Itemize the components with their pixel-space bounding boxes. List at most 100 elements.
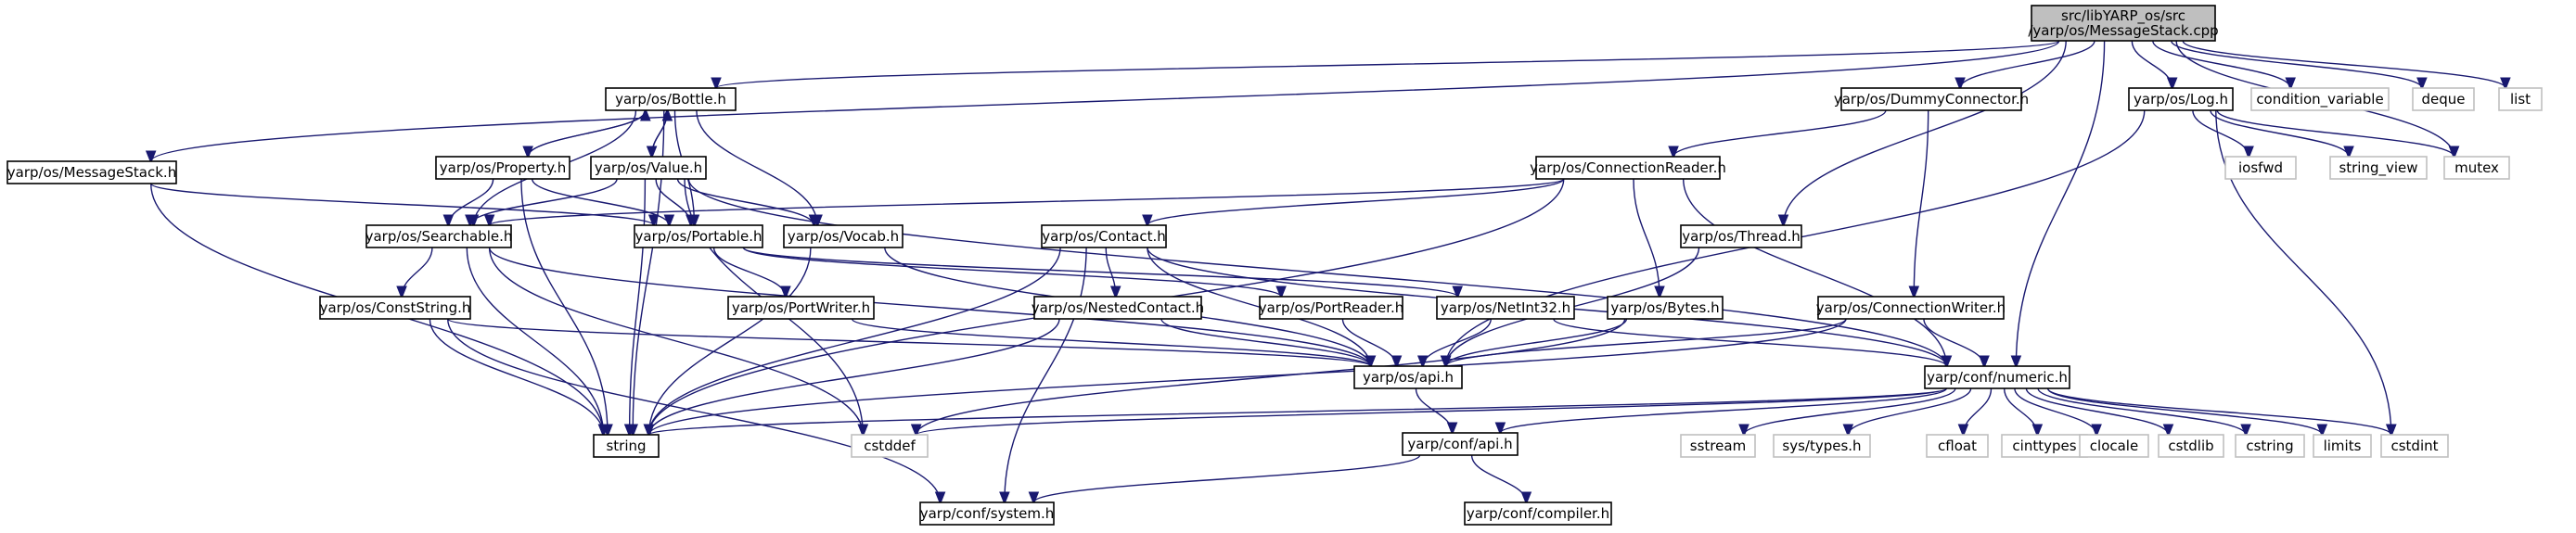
root-node-label-line2: /yarp/os/MessageStack.cpp	[2028, 22, 2218, 39]
node-value[interactable]: yarp/os/Value.h	[590, 156, 707, 180]
edge-root-to-bottle	[716, 40, 2060, 88]
node-cstdlib: cstdlib	[2158, 434, 2224, 458]
edge-portable-to-portwriter	[712, 247, 786, 297]
node-conststring[interactable]: yarp/os/ConstString.h	[319, 296, 471, 320]
node-netint32[interactable]: yarp/os/NetInt32.h	[1436, 296, 1575, 320]
node-label-value: yarp/os/Value.h	[595, 159, 702, 176]
edge-log-to-iosfwd	[2192, 109, 2249, 157]
node-portable[interactable]: yarp/os/Portable.h	[634, 224, 763, 248]
node-label-portwriter: yarp/os/PortWriter.h	[732, 299, 870, 316]
edge-numeric-to-string	[649, 387, 1948, 435]
node-box-sstream	[1680, 434, 1756, 458]
edge-contact-to-system	[1005, 247, 1087, 502]
edge-root-to-dummyconnector	[1960, 40, 2095, 88]
node-label-property: yarp/os/Property.h	[440, 159, 566, 176]
node-label-netint32: yarp/os/NetInt32.h	[1441, 299, 1570, 316]
node-vocab[interactable]: yarp/os/Vocab.h	[783, 224, 904, 248]
edge-root-to-condvar	[2152, 40, 2290, 88]
node-log[interactable]: yarp/os/Log.h	[2128, 87, 2234, 111]
node-label-sstream: sstream	[1690, 438, 1746, 454]
root-node[interactable]: src/libYARP_os/src /yarp/os/MessageStack…	[2028, 5, 2219, 42]
node-deque: deque	[2412, 87, 2475, 111]
node-bytes[interactable]: yarp/os/Bytes.h	[1607, 296, 1724, 320]
node-box-deque	[2412, 87, 2475, 111]
node-label-dummyconnector: yarp/os/DummyConnector.h	[1834, 91, 2029, 108]
edge-messagestack-to-portable	[150, 183, 654, 225]
edge-searchable-to-cstddef	[488, 247, 864, 435]
edge-portreader-to-api	[1341, 318, 1396, 366]
node-numeric[interactable]: yarp/conf/numeric.h	[1924, 365, 2070, 389]
node-box-connectionwriter	[1817, 296, 2005, 320]
node-bottle[interactable]: yarp/os/Bottle.h	[605, 87, 737, 111]
node-confapi[interactable]: yarp/conf/api.h	[1402, 432, 1519, 456]
node-box-numeric	[1924, 365, 2070, 389]
edge-value-to-vocab	[676, 178, 814, 225]
edge-searchable-to-conststring	[402, 247, 433, 297]
node-system[interactable]: yarp/conf/system.h	[919, 501, 1055, 526]
node-box-portwriter	[727, 296, 875, 320]
edge-numeric-to-cstdlib	[2025, 387, 2168, 435]
node-dummyconnector[interactable]: yarp/os/DummyConnector.h	[1834, 87, 2029, 111]
node-box-cinttypes	[2001, 434, 2088, 458]
node-box-portreader	[1259, 296, 1403, 320]
node-label-iosfwd: iosfwd	[2238, 159, 2283, 176]
node-box-limits	[2313, 434, 2372, 458]
node-messagestack[interactable]: yarp/os/MessageStack.h	[6, 160, 177, 184]
node-connectionwriter[interactable]: yarp/os/ConnectionWriter.h	[1816, 296, 2006, 320]
edge-connectionreader-to-searchable	[490, 178, 1565, 225]
node-compiler[interactable]: yarp/conf/compiler.h	[1464, 501, 1612, 526]
node-label-bottle: yarp/os/Bottle.h	[615, 91, 726, 108]
node-label-deque: deque	[2421, 91, 2465, 108]
node-label-connectionwriter: yarp/os/ConnectionWriter.h	[1816, 299, 2006, 316]
edge-log-to-mutex	[2216, 109, 2454, 157]
node-label-mutex: mutex	[2454, 159, 2499, 176]
node-contact[interactable]: yarp/os/Contact.h	[1041, 224, 1167, 248]
node-box-contact	[1041, 224, 1167, 248]
edge-conststring-to-string	[429, 318, 603, 435]
node-thread[interactable]: yarp/os/Thread.h	[1680, 224, 1802, 248]
edge-dummyconnector-to-connectionwriter	[1914, 109, 1929, 297]
node-portreader[interactable]: yarp/os/PortReader.h	[1259, 296, 1404, 320]
node-label-clocale: clocale	[2090, 438, 2138, 454]
edge-connectionreader-to-contact	[1147, 178, 1565, 225]
node-box-dummyconnector	[1840, 87, 2022, 111]
node-label-numeric: yarp/conf/numeric.h	[1927, 369, 2068, 386]
node-cstring: cstring	[2235, 434, 2305, 458]
edge-api-to-confapi	[1415, 387, 1452, 433]
dependency-nodes: src/libYARP_os/src /yarp/os/MessageStack…	[6, 5, 2543, 526]
node-portwriter[interactable]: yarp/os/PortWriter.h	[727, 296, 875, 320]
edge-confapi-to-compiler	[1470, 454, 1527, 502]
edge-numeric-to-cstdint	[2046, 387, 2391, 435]
node-list: list	[2498, 87, 2543, 111]
node-box-confapi	[1402, 432, 1519, 456]
node-connectionreader[interactable]: yarp/os/ConnectionReader.h	[1530, 156, 1726, 180]
node-string[interactable]: string	[593, 434, 660, 458]
edge-conststring-to-api	[447, 318, 1371, 366]
node-label-condvar: condition_variable	[2256, 91, 2383, 108]
node-property[interactable]: yarp/os/Property.h	[435, 156, 570, 180]
edge-portable-to-netint32	[742, 247, 1457, 297]
node-label-contact: yarp/os/Contact.h	[1042, 228, 1166, 245]
node-label-portable: yarp/os/Portable.h	[635, 228, 763, 245]
node-box-cfloat	[1926, 434, 1989, 458]
node-nestedcontact[interactable]: yarp/os/NestedContact.h	[1032, 296, 1204, 320]
node-box-log	[2128, 87, 2234, 111]
node-searchable[interactable]: yarp/os/Searchable.h	[365, 224, 513, 248]
edge-confapi-to-system	[1033, 454, 1421, 502]
node-box-bytes	[1607, 296, 1724, 320]
node-box-compiler	[1464, 501, 1612, 526]
edge-numeric-to-sstream	[1744, 387, 1956, 435]
node-label-list: list	[2510, 91, 2531, 108]
node-label-api: yarp/os/api.h	[1363, 369, 1454, 386]
edge-conststring-to-system	[447, 318, 941, 502]
node-systypes: sys/types.h	[1773, 434, 1871, 458]
node-label-cstdlib: cstdlib	[2168, 438, 2213, 454]
node-box-mutex	[2443, 156, 2510, 180]
root-node-label-line1: src/libYARP_os/src	[2061, 7, 2185, 25]
node-cinttypes: cinttypes	[2001, 434, 2088, 458]
node-label-vocab: yarp/os/Vocab.h	[788, 228, 899, 245]
edge-root-to-log	[2131, 40, 2172, 88]
edge-portwriter-to-api	[851, 318, 1370, 366]
node-api[interactable]: yarp/os/api.h	[1353, 365, 1463, 389]
